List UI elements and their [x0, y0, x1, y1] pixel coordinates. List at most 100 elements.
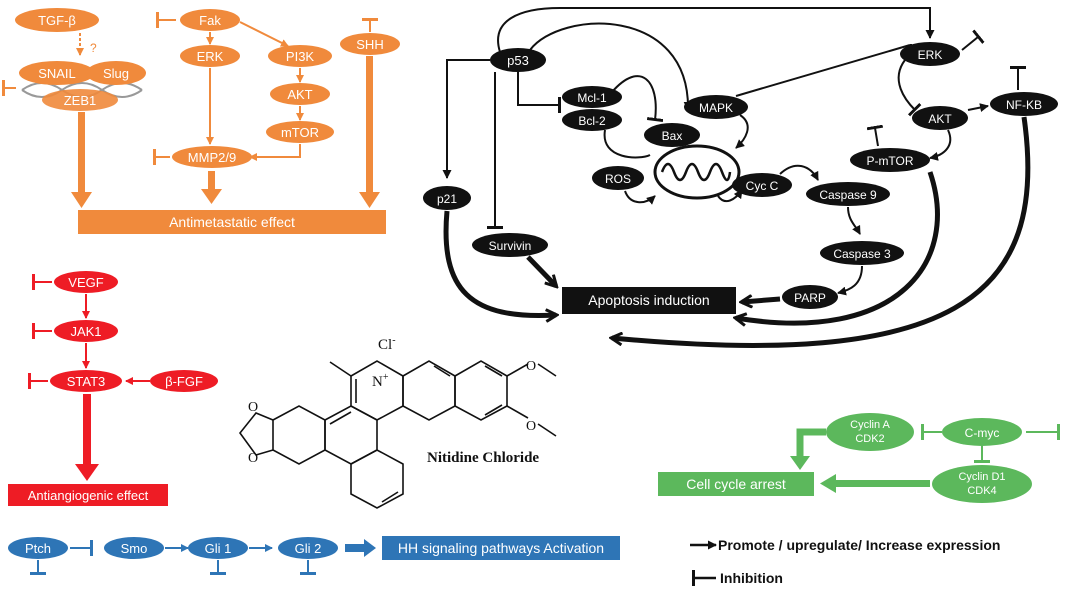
- node-cyclin-d1-cdk4: [932, 465, 1032, 503]
- node-pi3k: [268, 45, 332, 67]
- metastasis-erk-label: ERK: [197, 49, 224, 64]
- cell-cycle-cyclinA-label: Cyclin A: [850, 419, 890, 431]
- metastasis-effect-label: Antimetastatic effect: [169, 214, 295, 230]
- node-jak1: [54, 320, 118, 342]
- legend: Promote / upregulate/ Increase expressio…: [690, 537, 1000, 586]
- angiogenesis-vegf-label: VEGF: [68, 275, 103, 290]
- metastasis-shh-label: SHH: [356, 37, 383, 52]
- apoptosis-ros-label: ROS: [605, 172, 631, 186]
- angiogenesis-pathway: VEGF JAK1 STAT3 β-FGF Antiangiogenic eff…: [8, 271, 218, 506]
- apoptosis-bcl2-label: Bcl-2: [578, 114, 606, 128]
- dioxole-oxygen-bottom: O: [248, 451, 258, 466]
- apoptosis-p21-label: p21: [437, 192, 457, 206]
- apoptosis-pathway: p53 Mcl-1 Bcl-2 Bax MAPK ROS: [423, 7, 1058, 348]
- angiogenesis-stat3-label: STAT3: [67, 374, 106, 389]
- unknown-link-label: ?: [90, 41, 97, 55]
- node-stat3: [50, 370, 122, 392]
- cell-cycle-pathway: Cyclin A CDK2 C-myc Cyclin D1 CDK4 Cell …: [658, 413, 1060, 503]
- node-survivin: [472, 233, 548, 257]
- node-gli1: [188, 537, 248, 559]
- node-ros: [592, 166, 644, 190]
- hedgehog-ptch-label: Ptch: [25, 541, 51, 556]
- apoptosis-nfkb-label: NF-KB: [1006, 98, 1042, 112]
- node-caspase9: [806, 182, 890, 206]
- legend-inhibit-label: Inhibition: [720, 570, 783, 586]
- cell-cycle-arrest-box: [658, 472, 814, 496]
- node-zeb1: [42, 89, 118, 111]
- node-smo: [104, 537, 164, 559]
- hh-activation-box: [382, 536, 620, 560]
- angiogenesis-effect-label: Antiangiogenic effect: [28, 488, 149, 503]
- metastasis-pathway: TGF-β ? SNAIL Slug ZEB1 Fak ERK PI3K AKT…: [2, 8, 400, 234]
- methoxy-oxygen-bottom: O: [526, 419, 536, 434]
- cell-cycle-effect-label: Cell cycle arrest: [686, 476, 786, 492]
- apoptosis-cycc-label: Cyc C: [746, 179, 779, 193]
- node-akt-orange: [270, 83, 330, 105]
- metastasis-zeb1-label: ZEB1: [64, 93, 97, 108]
- cell-cycle-cdk4-label: CDK4: [967, 485, 996, 497]
- hedgehog-pathway: Ptch Smo Gli 1 Gli 2 HH signaling pathwa…: [8, 536, 620, 575]
- node-vegf: [54, 271, 118, 293]
- ring-nitrogen: N+: [372, 372, 389, 390]
- node-cmyc: [942, 418, 1022, 446]
- node-mapk: [684, 95, 748, 119]
- apoptosis-induction-box: [562, 287, 736, 314]
- node-shh: [340, 33, 400, 55]
- metastasis-mmp-label: MMP2/9: [188, 150, 236, 165]
- apoptosis-casp3-label: Caspase 3: [833, 247, 891, 261]
- apoptosis-bax-label: Bax: [662, 129, 683, 143]
- cell-cycle-cmyc-label: C-myc: [965, 426, 1000, 440]
- apoptosis-parp-label: PARP: [794, 291, 826, 305]
- hedgehog-gli1-label: Gli 1: [205, 541, 232, 556]
- node-mtor-orange: [266, 121, 334, 143]
- angiogenesis-jak1-label: JAK1: [70, 324, 101, 339]
- node-p21: [423, 186, 471, 210]
- node-pmtor: [850, 148, 930, 172]
- hedgehog-gli2-label: Gli 2: [295, 541, 322, 556]
- node-snail: [19, 61, 95, 85]
- apoptosis-mapk-label: MAPK: [699, 101, 733, 115]
- node-p53: [490, 48, 546, 72]
- angiogenesis-bfgf-label: β-FGF: [165, 374, 203, 389]
- methoxy-oxygen-top: O: [526, 359, 536, 374]
- node-akt-black: [912, 106, 968, 130]
- cell-cycle-cdk2-label: CDK2: [855, 433, 884, 445]
- node-mmp29: [172, 146, 252, 168]
- hedgehog-effect-label: HH signaling pathways Activation: [398, 540, 604, 556]
- node-caspase3: [820, 241, 904, 265]
- chloride-ion: Cl-: [378, 335, 396, 353]
- hedgehog-smo-label: Smo: [121, 541, 148, 556]
- apoptosis-survivin-label: Survivin: [489, 239, 532, 253]
- metastasis-slug-label: Slug: [103, 66, 129, 81]
- metastasis-akt-label: AKT: [287, 87, 312, 102]
- apoptosis-effect-label: Apoptosis induction: [588, 292, 709, 308]
- apoptosis-erk-label: ERK: [918, 48, 943, 62]
- antimetastatic-effect-box: [78, 210, 386, 234]
- node-mcl1: [562, 86, 622, 108]
- metastasis-tgfb-label: TGF-β: [38, 13, 76, 28]
- node-ptch: [8, 537, 68, 559]
- node-parp: [782, 285, 838, 309]
- apoptosis-mcl1-label: Mcl-1: [577, 91, 607, 105]
- node-nfkb: [990, 92, 1058, 116]
- metastasis-snail-label: SNAIL: [38, 66, 76, 81]
- nitidine-chloride-structure: [238, 360, 557, 509]
- mitochondrion-icon: [653, 144, 741, 200]
- node-cycc: [732, 173, 792, 197]
- compound-name: Nitidine Chloride: [427, 450, 539, 466]
- apoptosis-p53-label: p53: [507, 53, 529, 68]
- metastasis-pi3k-label: PI3K: [286, 49, 315, 64]
- node-erk-orange: [180, 45, 240, 67]
- apoptosis-akt-label: AKT: [928, 112, 952, 126]
- antiangiogenic-effect-box: [8, 484, 168, 506]
- node-slug: [86, 61, 146, 85]
- metastasis-mtor-label: mTOR: [281, 125, 319, 140]
- node-gli2: [278, 537, 338, 559]
- legend-promote-label: Promote / upregulate/ Increase expressio…: [718, 537, 1000, 553]
- apoptosis-casp9-label: Caspase 9: [819, 188, 877, 202]
- node-bcl2: [562, 109, 622, 131]
- node-fak: [180, 9, 240, 31]
- dioxole-oxygen-top: O: [248, 400, 258, 415]
- cell-cycle-cyclinD1-label: Cyclin D1: [958, 471, 1005, 483]
